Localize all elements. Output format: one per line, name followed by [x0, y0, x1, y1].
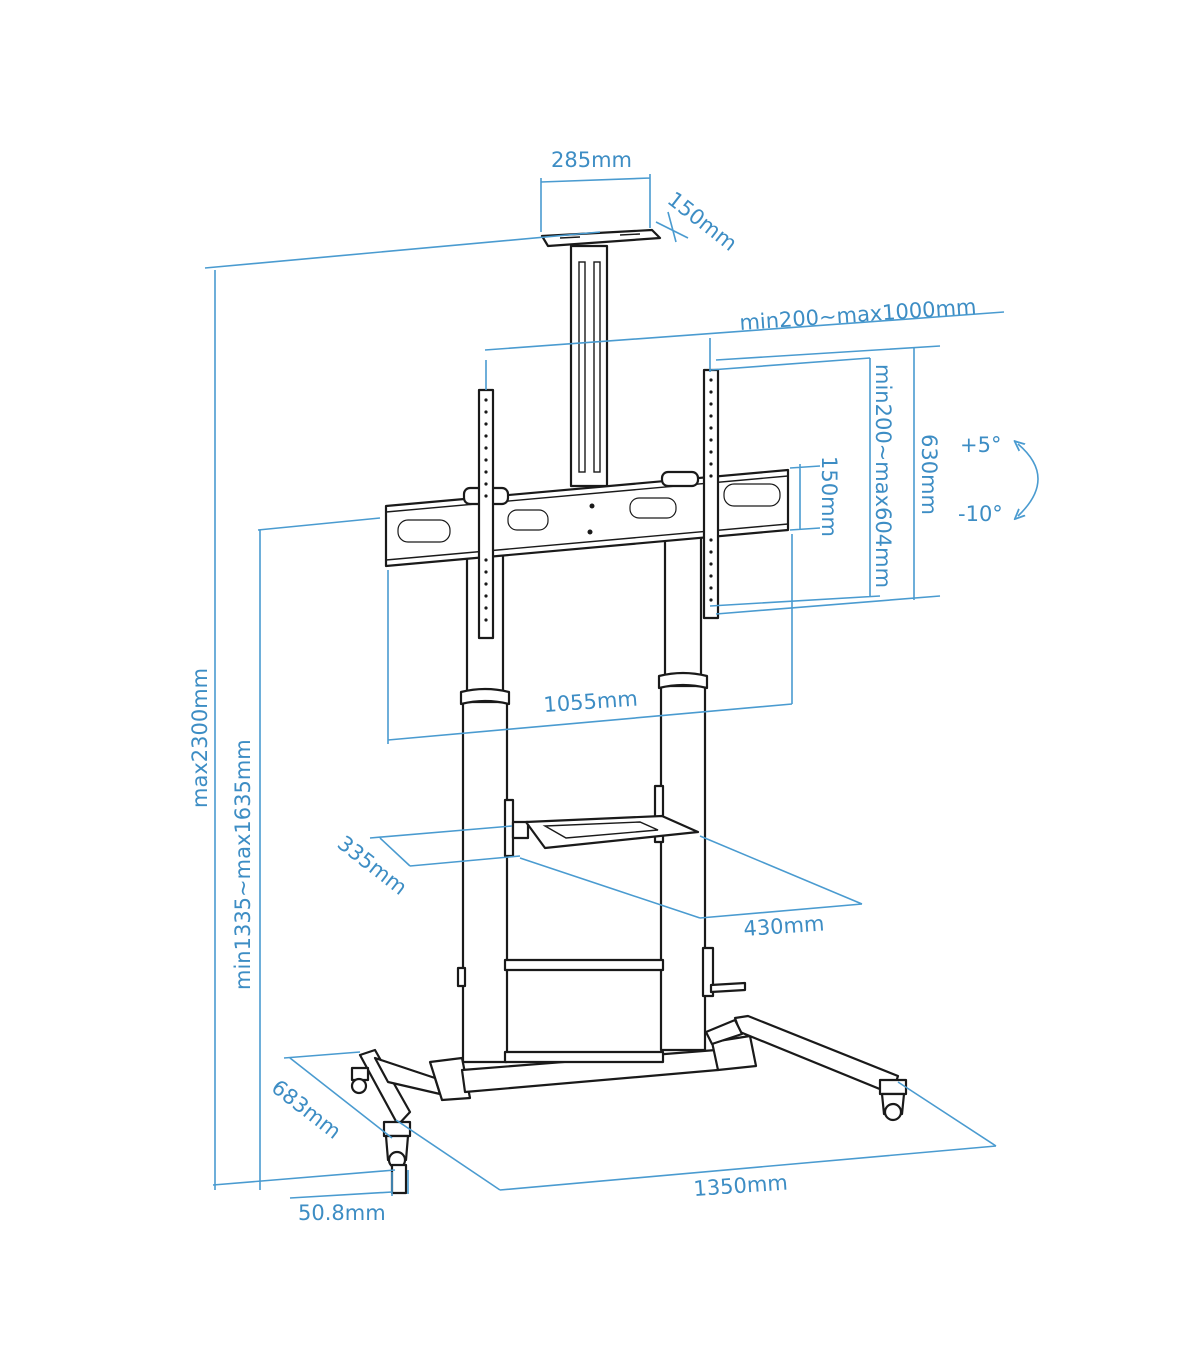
label-total-height: max2300mm: [188, 668, 212, 808]
caster-front-left: [382, 1120, 412, 1195]
label-top-shelf-depth: 150mm: [663, 187, 742, 256]
middle-shelf: [503, 784, 700, 858]
uprights: [456, 494, 747, 1064]
label-bracket-height: 630mm: [917, 434, 941, 515]
base: [350, 1014, 908, 1195]
caster-back-left: [350, 1066, 370, 1095]
caster-front-right: [878, 1078, 908, 1122]
height-crank: [701, 946, 747, 998]
vesa-arms: [477, 368, 720, 640]
label-top-shelf-width: 285mm: [551, 148, 632, 172]
label-tilt-down: -10°: [958, 502, 1003, 526]
top-shelf: [540, 228, 662, 488]
tv-stand-drawing: [350, 228, 908, 1195]
label-bracket-width: 1055mm: [543, 686, 639, 717]
dimension-lines: [204, 174, 1039, 1199]
label-vesa-vertical: min200~max604mm: [871, 364, 895, 588]
label-base-width: 1350mm: [693, 1170, 789, 1201]
label-vesa-horizontal: min200~max1000mm: [739, 294, 977, 335]
label-pole-diameter: 50.8mm: [298, 1201, 386, 1225]
label-crossbar-height: 150mm: [817, 456, 841, 537]
label-center-height: min1335~max1635mm: [231, 739, 255, 990]
label-shelf-width: 430mm: [743, 911, 825, 941]
label-tilt-up: +5°: [960, 433, 1001, 457]
label-base-depth: 683mm: [267, 1075, 346, 1144]
label-shelf-depth: 335mm: [333, 831, 412, 900]
